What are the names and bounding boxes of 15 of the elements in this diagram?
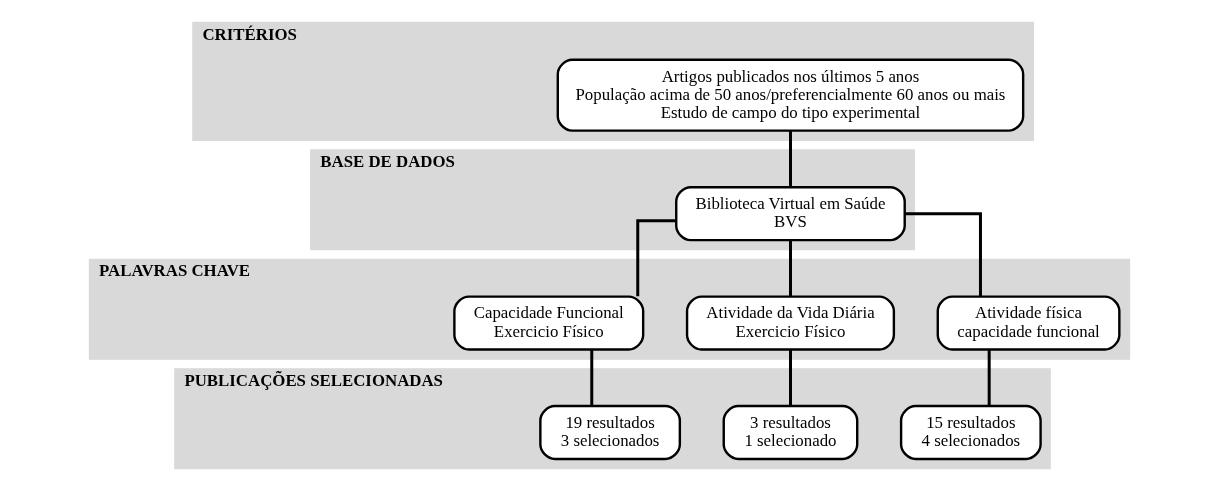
node-box: Atividade física capacidade funcional: [936, 295, 1121, 351]
node-box: Capacidade Funcional Exercicio Físico: [453, 295, 645, 351]
connector: [788, 349, 792, 406]
node-box: Biblioteca Virtual em Saúde BVS: [675, 186, 906, 242]
connector: [788, 240, 792, 297]
connector: [636, 219, 676, 297]
node-box: Artigos publicados nos últimos 5 anos População acima de 50 anos/preferencialmente 60 anos ou mais Estudo de campo do tipo experimental: [556, 58, 1025, 132]
connector: [788, 130, 792, 188]
connector: [904, 212, 982, 297]
connector: [987, 349, 991, 406]
node-box: 19 resultados 3 selecionados: [539, 404, 682, 461]
node-box: 3 resultados 1 selecionado: [722, 404, 859, 461]
node-box: Atividade da Vida Diária Exercicio Físico: [685, 295, 896, 351]
node-box: 15 resultados 4 selecionados: [899, 404, 1042, 461]
connector: [590, 349, 594, 406]
